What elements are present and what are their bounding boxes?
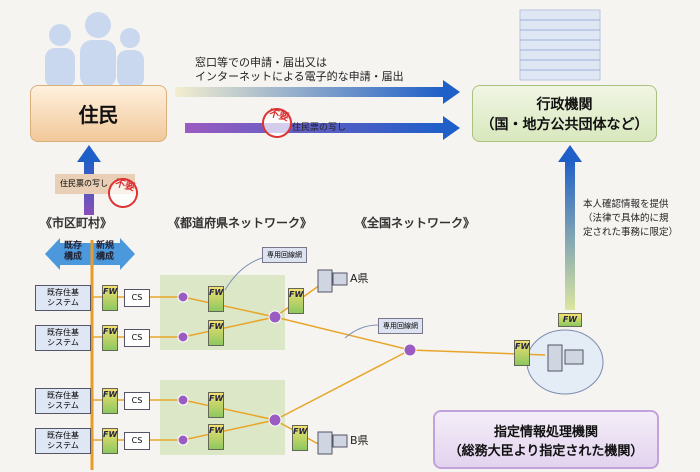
header-national: 《全国ネットワーク》 bbox=[355, 216, 476, 230]
computer-icon bbox=[317, 269, 348, 293]
provide-info-text: 本人確認情報を提供（法律で具体的に規定された事務に限定） bbox=[583, 199, 679, 238]
existing-system-box: 既存住基システム bbox=[35, 285, 91, 311]
firewall: FW bbox=[208, 424, 224, 450]
system-label: システム bbox=[47, 338, 79, 347]
firewall: FW bbox=[558, 313, 582, 327]
server-icon bbox=[547, 344, 584, 372]
residents-box: 住民 bbox=[30, 85, 167, 142]
application-line1: 窓口等での申請・届出又は bbox=[195, 56, 327, 69]
residents-people-icon bbox=[45, 12, 144, 88]
prefecture-b-label: B県 bbox=[350, 434, 369, 447]
existing-config-label: 既存構成 bbox=[64, 241, 83, 262]
admin-box: 行政機関 （国・地方公共団体など） bbox=[472, 85, 657, 142]
application-text: 窓口等での申請・届出又はインターネットによる電子的な申請・届出 bbox=[195, 56, 404, 84]
admin-title: 行政機関 bbox=[536, 96, 593, 113]
dedicated-line-callout: 専用回線網 bbox=[378, 318, 423, 334]
system-label: 既存住基 bbox=[47, 288, 79, 297]
existing-system-box: 既存住基システム bbox=[35, 388, 91, 414]
firewall: FW bbox=[288, 288, 304, 314]
system-label: 既存住基 bbox=[47, 328, 79, 337]
firewall: FW bbox=[208, 392, 224, 418]
firewall: FW bbox=[102, 325, 118, 351]
firewall: FW bbox=[102, 428, 118, 454]
existing-system-box: 既存住基システム bbox=[35, 428, 91, 454]
cs-server: CS bbox=[124, 392, 150, 410]
existing-system-box: 既存住基システム bbox=[35, 325, 91, 351]
header-municipal: 《市区町村》 bbox=[40, 216, 113, 230]
firewall: FW bbox=[102, 285, 118, 311]
header-prefectural: 《都道府県ネットワーク》 bbox=[168, 216, 313, 230]
firewall: FW bbox=[208, 320, 224, 346]
system-label: 既存住基 bbox=[47, 391, 79, 400]
cs-server: CS bbox=[124, 432, 150, 450]
designated-title: 指定情報処理機関 bbox=[493, 424, 598, 440]
designated-subtitle: （総務大臣より指定された機関） bbox=[448, 443, 644, 459]
system-label: システム bbox=[47, 441, 79, 450]
dedicated-line-callout: 専用回線網 bbox=[262, 247, 307, 263]
cs-server: CS bbox=[124, 289, 150, 307]
admin-subtitle: （国・地方公共団体など） bbox=[480, 116, 649, 133]
designated-agency-box: 指定情報処理機関 （総務大臣より指定された機関） bbox=[433, 410, 659, 469]
firewall: FW bbox=[102, 388, 118, 414]
copy-label-top: 住民票の写し bbox=[292, 123, 347, 133]
firewall: FW bbox=[514, 340, 530, 366]
firewall: FW bbox=[292, 425, 308, 451]
system-label: システム bbox=[47, 401, 79, 410]
prefecture-a-label: A県 bbox=[350, 272, 369, 285]
system-label: システム bbox=[47, 298, 79, 307]
system-label: 既存住基 bbox=[47, 431, 79, 440]
firewall: FW bbox=[208, 286, 224, 312]
computer-icon bbox=[317, 431, 348, 455]
documents-stack-icon bbox=[519, 9, 601, 81]
new-config-label: 新規構成 bbox=[96, 241, 115, 262]
application-line2: インターネットによる電子的な申請・届出 bbox=[195, 70, 404, 83]
network-nodes bbox=[177, 291, 417, 446]
residents-label: 住民 bbox=[78, 103, 119, 127]
cs-server: CS bbox=[124, 329, 150, 347]
